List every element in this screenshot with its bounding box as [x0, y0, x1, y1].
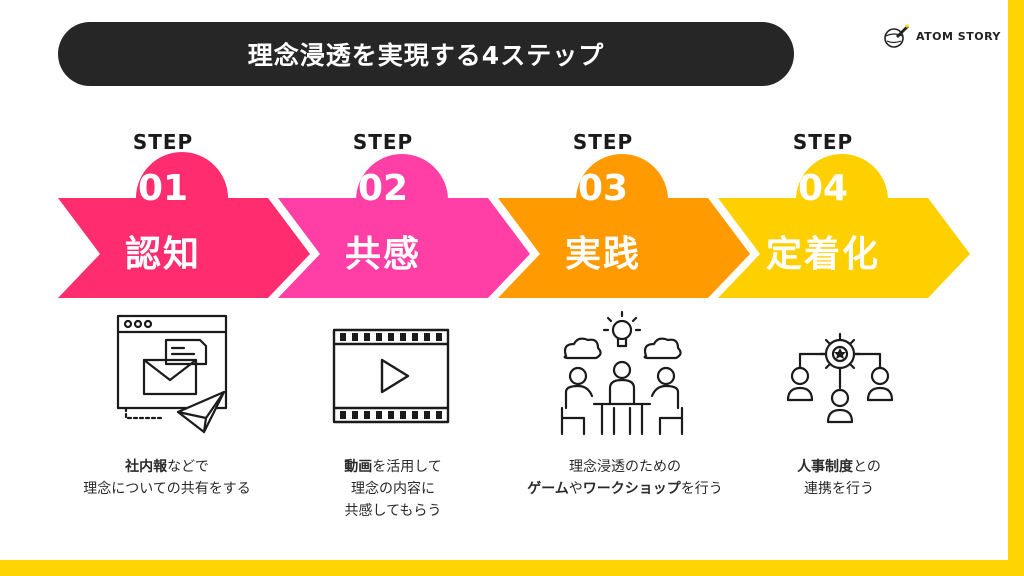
caption-bold: 人事制度: [797, 459, 854, 475]
email-paper-plane-icon: [96, 308, 296, 440]
step-1-arrow-shape: [58, 152, 310, 298]
step-number: 03: [577, 168, 629, 209]
step-2: STEP 02 共感: [278, 130, 538, 305]
pen-globe-icon: [884, 24, 909, 48]
step-number: 04: [797, 168, 849, 209]
caption-text: を活用して: [372, 459, 442, 475]
caption-bold: 動画: [344, 459, 373, 475]
step-4: STEP 04 定着化: [718, 130, 978, 305]
caption-text: を行う: [680, 481, 723, 497]
step-1-caption: 社内報などで 理念についての共有をする: [52, 456, 282, 500]
caption-bold: ワークショップ: [582, 481, 681, 497]
step-number: 01: [137, 168, 189, 209]
step-word: 共感: [344, 234, 421, 275]
step-number: 02: [357, 168, 409, 209]
step-word: 定着化: [765, 234, 880, 275]
step-label: STEP: [352, 130, 414, 154]
step-word: 認知: [124, 234, 201, 275]
caption-bold: 社内報: [125, 459, 168, 475]
caption-text: 理念浸透のための: [569, 459, 681, 475]
step-label: STEP: [572, 130, 634, 154]
step-3: STEP 03 実践: [498, 130, 758, 305]
step-word: 実践: [564, 234, 641, 275]
step-3-arrow-shape: [498, 154, 750, 298]
caption-text: 連携を行う: [804, 481, 874, 497]
caption-bold: ゲーム: [527, 481, 569, 497]
step-4-caption: 人事制度との 連携を行う: [724, 456, 954, 500]
step-label: STEP: [792, 130, 854, 154]
step-1: STEP 01 認知: [58, 130, 318, 305]
frame-right: [1008, 0, 1024, 576]
caption-text: 共感してもらう: [344, 503, 442, 519]
caption-text: 理念についての共有をする: [83, 481, 251, 497]
step-label: STEP: [132, 130, 194, 154]
team-meeting-icon: [540, 308, 740, 440]
page-title: 理念浸透を実現する4ステップ: [58, 22, 794, 86]
step-2-arrow-shape: [278, 154, 530, 298]
caption-text: などで: [167, 459, 209, 475]
brand-name: ATOM STORY: [916, 29, 1001, 43]
caption-text: や: [568, 481, 583, 497]
video-play-icon: [318, 308, 518, 440]
hr-system-icon: [762, 308, 962, 440]
step-4-arrow-shape: [718, 154, 970, 298]
frame-bottom: [0, 560, 1024, 576]
caption-text: 理念の内容に: [351, 481, 435, 497]
step-2-caption: 動画を活用して 理念の内容に 共感してもらう: [278, 456, 508, 522]
caption-text: との: [853, 459, 881, 475]
brand-logo: ATOM STORY: [882, 22, 1001, 50]
step-3-caption: 理念浸透のための ゲームやワークショップを行う: [500, 456, 750, 500]
page-title-text: 理念浸透を実現する4ステップ: [247, 41, 605, 70]
